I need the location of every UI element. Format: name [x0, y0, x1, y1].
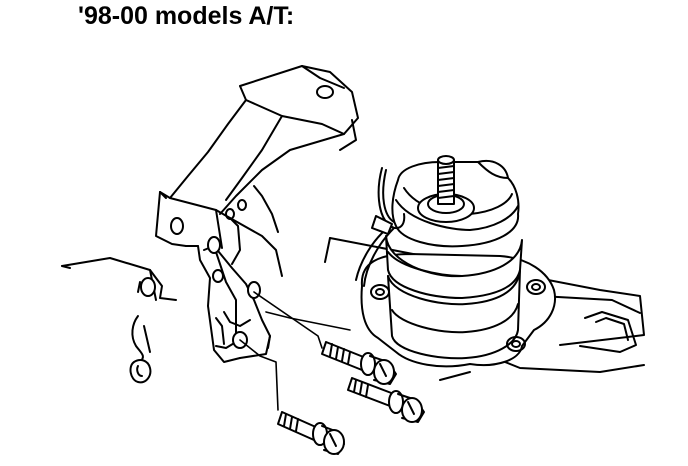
bolt-lower [278, 412, 344, 454]
transmission-mount [356, 156, 555, 366]
page-title: '98-00 models A/T: [78, 2, 295, 30]
subframe-fragment [62, 258, 176, 300]
mount-bracket [156, 66, 358, 362]
bolt-guide-lines [240, 292, 350, 410]
bolt-middle [348, 378, 424, 422]
bolt-upper [322, 342, 396, 384]
wire-clip [131, 316, 151, 382]
